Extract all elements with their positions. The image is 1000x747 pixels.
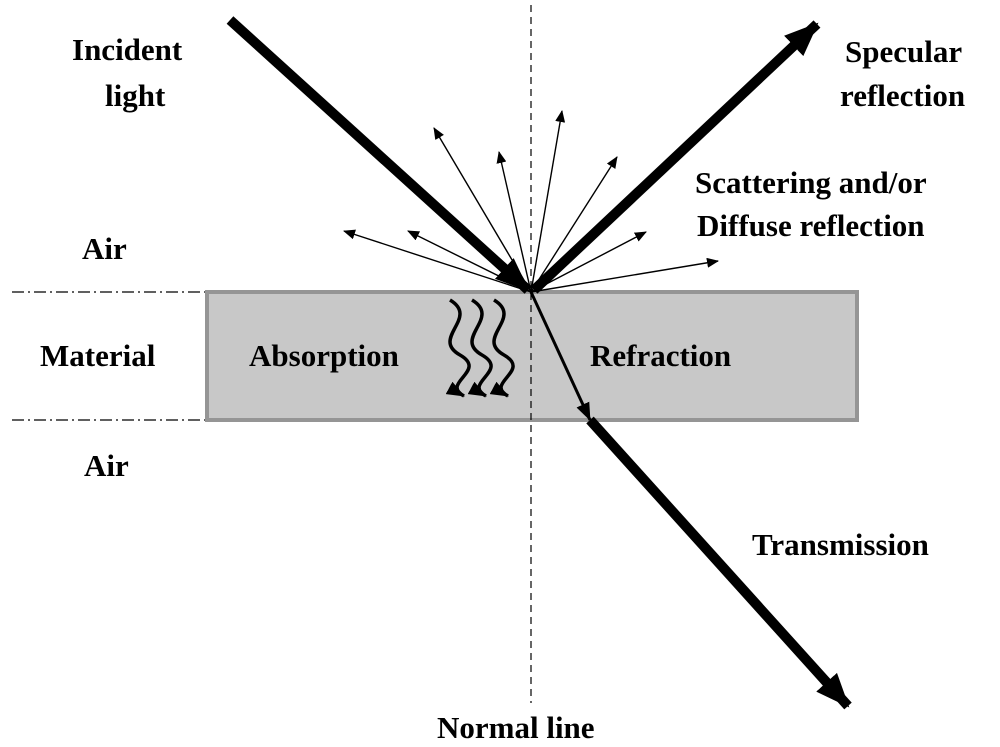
specular-reflection-label-line: reflection <box>840 78 965 113</box>
wavy-arrow <box>467 298 493 398</box>
air-top-label: Air <box>82 231 127 266</box>
scattering-label: Scattering and/or Diffuse reflection <box>695 165 934 243</box>
scattering-label-line: Diffuse reflection <box>697 208 925 243</box>
incident-light-arrow <box>226 16 532 294</box>
normal-line-label: Normal line <box>437 710 595 745</box>
refraction-arrow <box>529 291 592 421</box>
air-bottom-label: Air <box>84 448 129 483</box>
transmission-label: Transmission <box>752 527 929 562</box>
wavy-arrow <box>445 298 471 398</box>
scatter-arrow <box>530 156 618 293</box>
absorption-wavy-arrows <box>445 298 515 398</box>
scatter-arrow <box>530 257 719 293</box>
incident-light-label: Incident light <box>72 32 190 113</box>
incident-light-label-line: Incident <box>72 32 183 67</box>
material-label: Material <box>40 338 156 373</box>
specular-reflection-label-line: Specular <box>845 34 962 69</box>
absorption-label: Absorption <box>249 338 399 373</box>
specular-reflection-arrow <box>530 20 821 294</box>
material-slab <box>205 290 859 422</box>
wavy-arrow <box>489 298 515 398</box>
scatter-arrow <box>530 231 647 293</box>
scattering-label-line: Scattering and/or <box>695 165 927 200</box>
scatter-arrow <box>530 110 566 293</box>
transmission-arrow <box>586 416 852 710</box>
refraction-label: Refraction <box>590 338 731 373</box>
specular-reflection-label: Specular reflection <box>840 34 969 113</box>
incident-light-label-line: light <box>105 78 166 113</box>
